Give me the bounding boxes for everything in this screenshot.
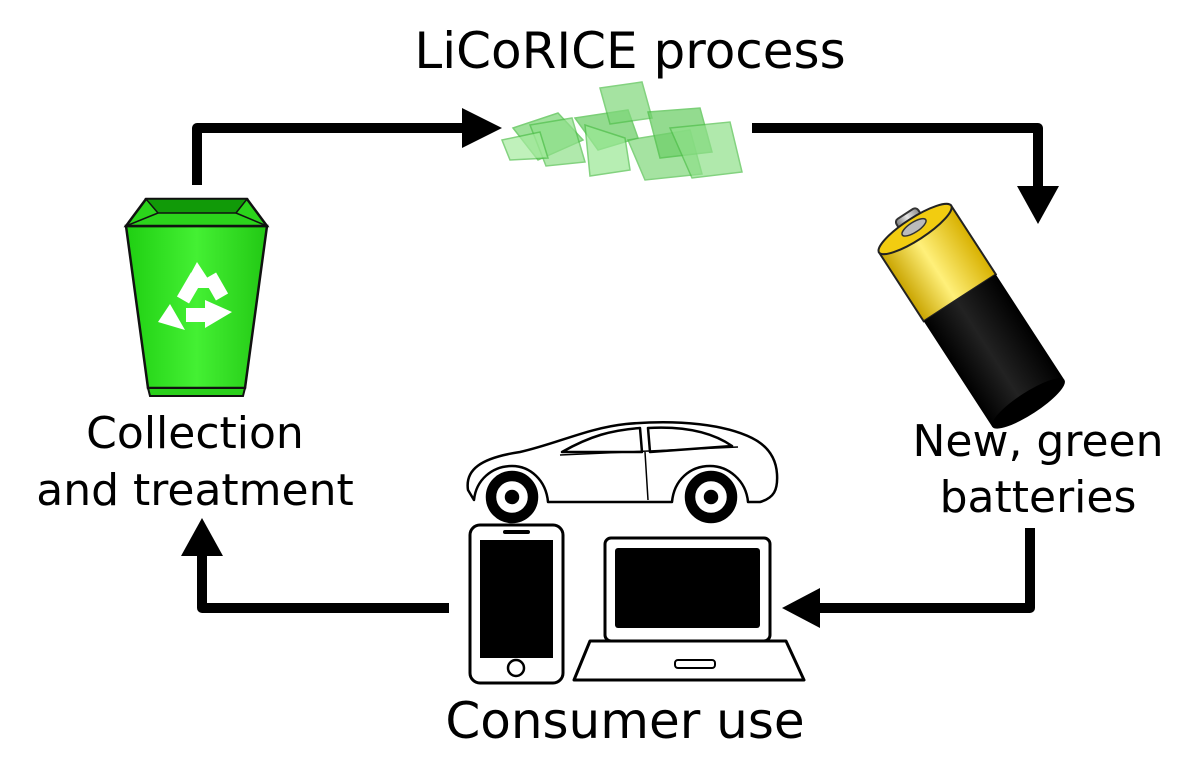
collection-label-line2: and treatment — [36, 465, 354, 516]
batteries-label-line1: New, green — [912, 416, 1163, 467]
cycle-arrows — [192, 123, 1043, 613]
consumer-use-label: Consumer use — [445, 692, 804, 750]
electric-car-icon — [466, 421, 779, 524]
arrow-bin-to-process — [192, 123, 470, 185]
arrowhead-up — [181, 518, 223, 556]
smartphone-icon — [468, 523, 565, 685]
arrow-heads — [181, 108, 1059, 628]
crystals-icon — [500, 81, 743, 181]
process-label: LiCoRICE process — [414, 22, 845, 80]
battery-icon — [877, 202, 1065, 429]
recycle-bin-icon — [123, 197, 270, 397]
collection-label-line1: Collection — [86, 408, 304, 459]
laptop-icon — [572, 536, 806, 682]
arrowhead-left — [782, 588, 820, 628]
arrow-process-to-battery — [752, 123, 1043, 195]
arrow-consumer-to-bin — [197, 552, 449, 613]
arrowhead-down — [1017, 186, 1059, 224]
arrowhead-right — [462, 108, 502, 148]
batteries-label-line2: batteries — [940, 472, 1137, 523]
arrow-battery-to-consumer — [812, 528, 1035, 613]
